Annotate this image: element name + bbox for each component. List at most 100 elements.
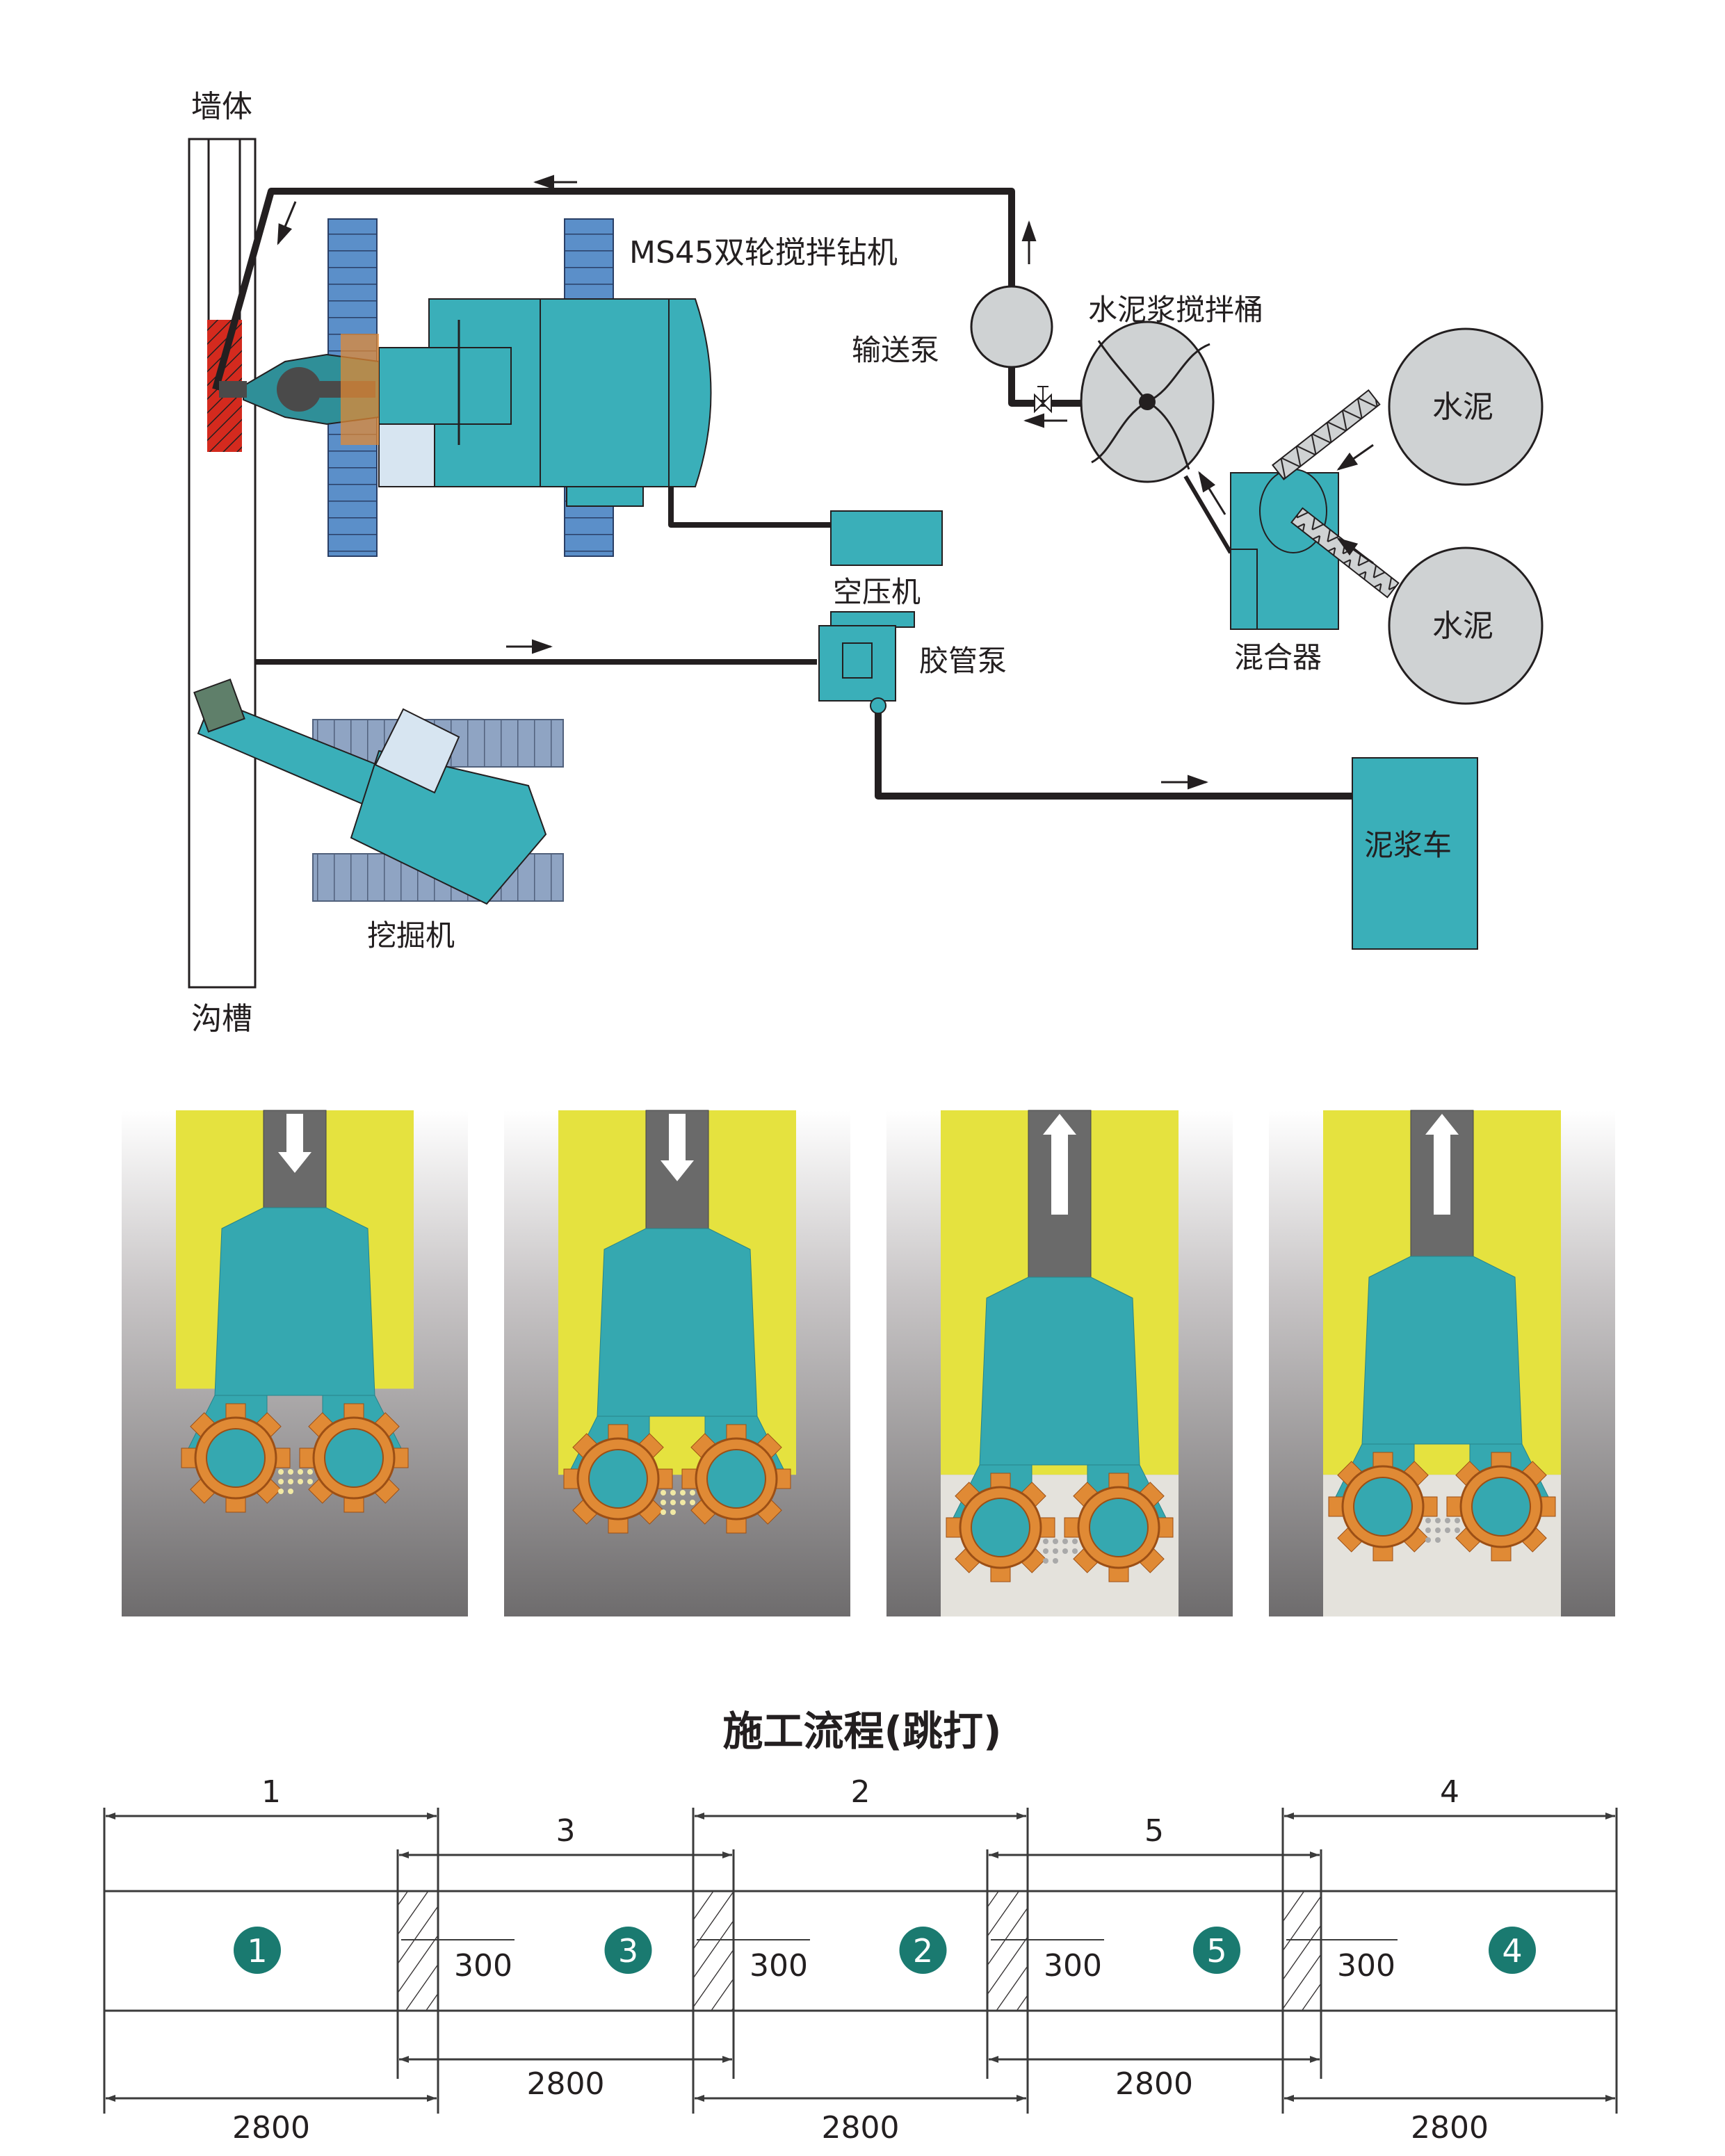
soil-particle: [680, 1490, 686, 1496]
soil-particle: [1425, 1518, 1431, 1523]
soil-particle: [278, 1489, 284, 1494]
mixer: [1230, 469, 1339, 630]
overlap-dim-label: 300: [1044, 1948, 1102, 1984]
overlap-dim-label: 300: [454, 1948, 512, 1984]
cutter-body: [1361, 1256, 1523, 1445]
soil-particle: [288, 1489, 293, 1494]
soil-particle: [1425, 1527, 1431, 1533]
soil-particle: [1062, 1548, 1068, 1554]
sequence-title: 施工流程(跳打): [722, 1708, 1001, 1755]
soil-particle: [307, 1479, 313, 1484]
soil-particle: [1072, 1548, 1078, 1554]
soil-particle: [1043, 1539, 1048, 1544]
excavator: [193, 678, 564, 905]
soil-particle: [1043, 1558, 1048, 1564]
soil-particle: [670, 1500, 676, 1505]
mixer-label: 混合器: [1234, 640, 1322, 674]
soil-particle: [1445, 1518, 1450, 1523]
arrow-up-icon: [1425, 1114, 1459, 1215]
soil-particle: [680, 1500, 686, 1505]
overlap-zone: [692, 1890, 735, 2012]
soil-particle: [1053, 1558, 1058, 1564]
soil-particle: [1445, 1527, 1450, 1533]
soil-particle: [670, 1490, 676, 1496]
svg-text:5: 5: [1206, 1932, 1226, 1970]
soil-particle: [1455, 1527, 1460, 1533]
overlap-zone: [986, 1890, 1029, 2012]
flow-arrow-cement-2: [1336, 537, 1374, 565]
cutter-wheel-icon: [1328, 1452, 1438, 1562]
panel-number-label: 2: [851, 1774, 870, 1810]
soil-particle: [1053, 1539, 1058, 1544]
soil-particle: [1435, 1518, 1441, 1523]
panel-number-label: 4: [1440, 1774, 1459, 1810]
hose-pump: [818, 611, 915, 714]
air-compressor: [830, 510, 943, 566]
svg-text:1: 1: [247, 1932, 267, 1970]
delivery-pump: [970, 285, 1053, 368]
panel-number-label: 1: [261, 1774, 281, 1810]
cutter-body: [597, 1228, 758, 1417]
soil-particle: [661, 1490, 666, 1496]
cutter-body: [214, 1207, 375, 1396]
process-diagram: 墙体 沟槽 MS45双轮搅: [188, 89, 1544, 1037]
cement-silo-1: [1388, 327, 1544, 486]
soil-particle: [1043, 1548, 1048, 1554]
hose-pump-label: 胶管泵: [919, 644, 1007, 678]
overlap-dim-label: 300: [750, 1948, 808, 1984]
svg-text:2: 2: [913, 1932, 933, 1970]
sequence-badge: 1: [234, 1927, 281, 1974]
width-dim-label: 2800: [232, 2110, 310, 2146]
wall-strip: [104, 1890, 1617, 2012]
mud-truck-label: 泥浆车: [1364, 828, 1452, 862]
sequence-badge: 3: [604, 1927, 652, 1974]
sequence-badge: 4: [1489, 1927, 1536, 1974]
soil-particle: [1425, 1537, 1431, 1543]
cutter-wheel-icon: [563, 1424, 673, 1534]
svg-text:3: 3: [618, 1932, 638, 1970]
soil-particle: [298, 1479, 303, 1484]
cutter-stages: [122, 1110, 1615, 1616]
width-dim-label: 2800: [1115, 2066, 1193, 2102]
mixing-tank-label: 水泥浆搅拌桶: [1088, 293, 1263, 327]
soil-particle: [1435, 1537, 1441, 1543]
width-dim-label: 2800: [1411, 2110, 1489, 2146]
soil-particle: [670, 1509, 676, 1515]
soil-particle: [661, 1500, 666, 1505]
mud-truck: [1352, 757, 1478, 950]
width-dim-label: 2800: [527, 2066, 605, 2102]
air-compressor-label: 空压机: [833, 575, 921, 609]
cutter-stage-panel: [886, 1110, 1233, 1616]
arrow-up-icon: [1043, 1114, 1076, 1215]
soil-particle: [1455, 1518, 1460, 1523]
panel-number-label: 5: [1144, 1813, 1164, 1849]
sequence-badge: 2: [899, 1927, 947, 1974]
sequence-badge: 5: [1193, 1927, 1240, 1974]
flow-arrow-cement-1: [1336, 444, 1374, 471]
screw-conveyor-upper: [1271, 389, 1381, 480]
soil-particle: [661, 1509, 666, 1515]
soil-particle: [288, 1479, 293, 1484]
svg-text:4: 4: [1502, 1932, 1522, 1970]
cutter-wheel-icon: [1446, 1452, 1556, 1562]
width-dim-label: 2800: [822, 2110, 900, 2146]
soil-particle: [307, 1469, 313, 1475]
drilling-machine: [219, 298, 712, 507]
soil-particle: [278, 1479, 284, 1484]
cutter-wheel-icon: [681, 1424, 791, 1534]
cutter-wheel-icon: [946, 1473, 1055, 1582]
delivery-pump-label: 输送泵: [852, 333, 939, 367]
cutter-stage-panel: [1269, 1110, 1615, 1616]
excavator-label: 挖掘机: [367, 918, 455, 953]
overlap-zone: [396, 1890, 439, 2012]
wall-label: 墙体: [191, 89, 252, 124]
cement-silo-1-label: 水泥: [1432, 389, 1493, 425]
air-line: [668, 487, 831, 528]
wall-trench: [188, 138, 257, 989]
machine-label: MS45双轮搅拌钻机: [629, 235, 898, 270]
cutter-body: [979, 1276, 1140, 1466]
flow-arrow-mixer: [1198, 471, 1226, 515]
mixing-tank: [1080, 321, 1215, 483]
